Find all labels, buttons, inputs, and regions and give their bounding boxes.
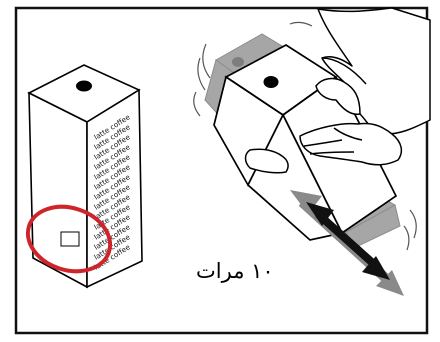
spout-hole (264, 76, 279, 88)
date-label-box (61, 232, 79, 246)
ghost-spout (232, 57, 244, 67)
shake-count-caption: ١٠ مرات (196, 254, 286, 288)
spout-hole (76, 81, 92, 92)
